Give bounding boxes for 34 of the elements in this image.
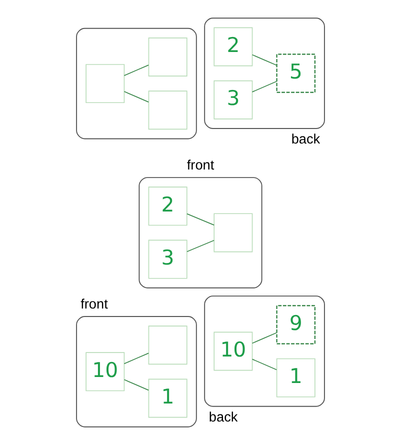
node-box: 1 (148, 378, 187, 418)
connector (251, 80, 277, 92)
connector (251, 332, 277, 344)
node-box: 10 (213, 332, 252, 371)
node-box: 2 (148, 186, 187, 226)
node-box: 3 (148, 240, 187, 279)
node-box: 10 (85, 352, 124, 392)
node-box: 1 (276, 358, 315, 398)
node-label: front (80, 296, 108, 312)
connector (123, 352, 148, 364)
node-box (85, 64, 124, 104)
node-box: 2 (213, 27, 252, 66)
connector (123, 64, 148, 76)
node-label: back (208, 409, 238, 424)
node-box: 9 (276, 304, 316, 344)
connector (251, 358, 277, 370)
cluster (204, 18, 324, 129)
connector (251, 54, 277, 66)
node-box (148, 326, 187, 365)
cluster (138, 177, 262, 288)
node-box: 3 (213, 80, 252, 120)
node-box (213, 213, 252, 252)
node-label: back (290, 131, 320, 146)
connector (186, 240, 214, 252)
connector (123, 379, 148, 391)
node-box (148, 38, 187, 76)
connector (186, 213, 214, 226)
node-label: front (186, 157, 214, 172)
connector (123, 91, 148, 102)
cluster (76, 28, 196, 140)
node-box (148, 90, 187, 130)
cluster (204, 296, 324, 407)
cluster (76, 316, 196, 428)
node-box: 5 (276, 54, 316, 94)
